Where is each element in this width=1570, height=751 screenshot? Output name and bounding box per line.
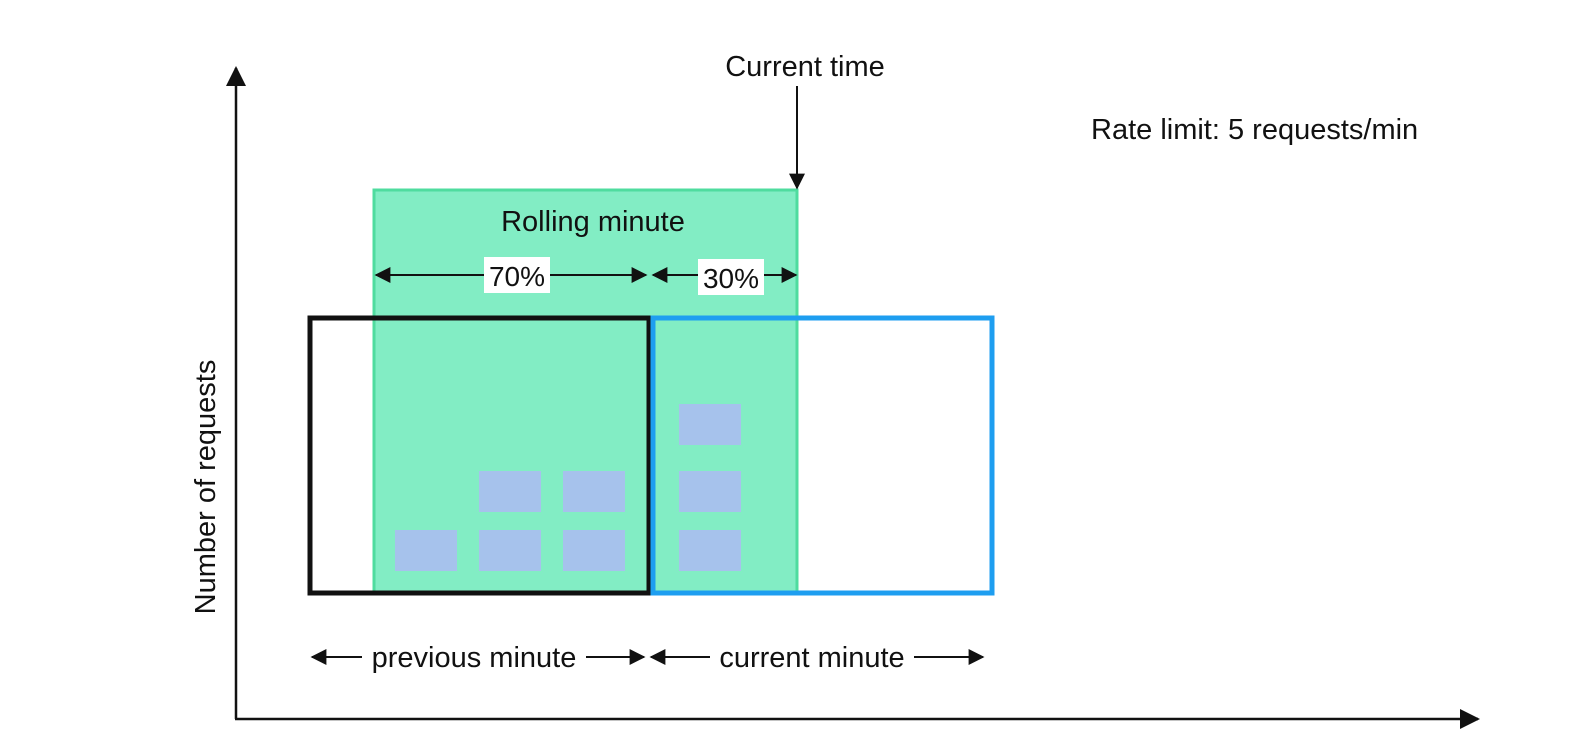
current-minute-label-bg [710, 639, 914, 675]
previous-minute-requests [395, 471, 625, 571]
pct-right-label: 30% [703, 263, 759, 294]
pct-left-bg [484, 257, 550, 293]
request-block [395, 530, 457, 571]
y-axis-label: Number of requests [190, 360, 222, 615]
request-block [679, 471, 741, 512]
current-time-label: Current time [725, 51, 885, 83]
previous-minute-box [307, 315, 652, 596]
rolling-minute-window [372, 188, 799, 596]
current-minute-label: current minute [719, 642, 904, 674]
rate-limit-label: Rate limit: 5 requests/min [1091, 114, 1418, 146]
pct-right-bg [698, 259, 764, 295]
current-minute-requests [679, 404, 741, 571]
pct-left-label: 70% [489, 261, 545, 292]
rolling-minute-label: Rolling minute [501, 206, 685, 238]
request-block [479, 471, 541, 512]
current-minute-box [650, 315, 995, 596]
request-block [679, 530, 741, 571]
previous-minute-label-bg [362, 639, 586, 675]
request-block [563, 530, 625, 571]
previous-minute-label: previous minute [372, 642, 577, 674]
request-block [479, 530, 541, 571]
request-block [563, 471, 625, 512]
request-block [679, 404, 741, 445]
